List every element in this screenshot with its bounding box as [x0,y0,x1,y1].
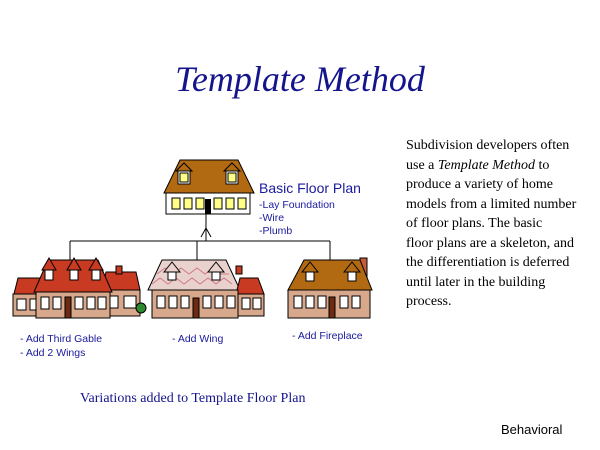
step-item: -Lay Foundation [259,199,335,211]
house-fireplace-icon [287,257,373,319]
variation-house2-label: - Add Wing [172,333,224,345]
variation-house1-label: - Add Third Gable - Add 2 Wings [20,333,103,359]
basic-plan-title: Basic Floor Plan [259,180,361,196]
house-wing-icon [147,259,265,319]
hierarchy-connectors [69,214,331,264]
step-item: -Wire [259,212,285,224]
diagram-caption: Variations added to Template Floor Plan [80,391,306,406]
variation-house3-label: - Add Fireplace [292,330,363,342]
step-item: -Plumb [259,225,293,237]
house-third-gable-icon [12,257,147,319]
basic-plan-steps: -Lay Foundation -Wire -Plumb [259,199,335,238]
category-label: Behavioral [501,422,563,437]
description-text: Subdivision developers often use a Templ… [406,138,577,309]
basic-house-icon [163,159,255,215]
slide-title: Template Method [175,59,425,99]
